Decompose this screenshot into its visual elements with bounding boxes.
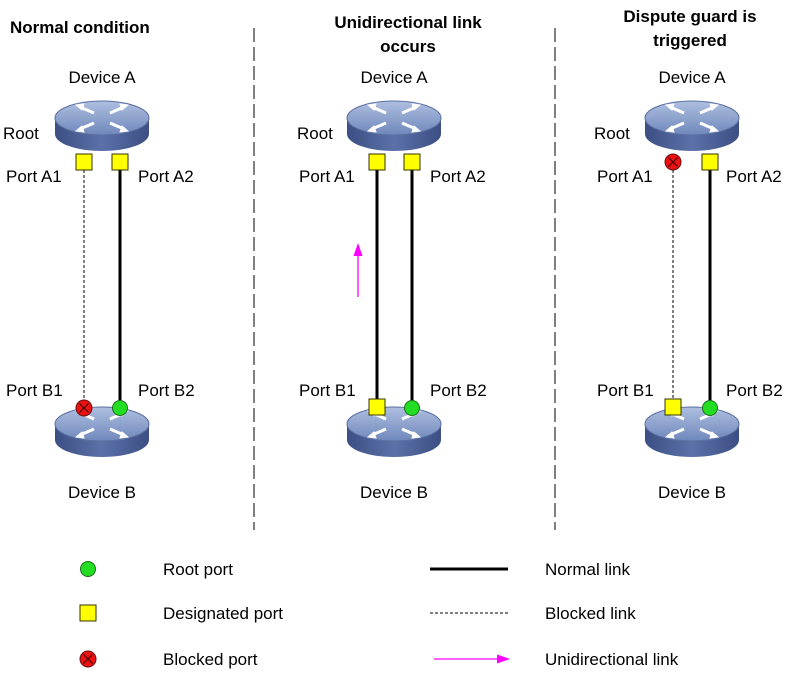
port-a1-label: Port A1 [6, 167, 62, 186]
port-a1-label: Port A1 [299, 167, 355, 186]
switch-icon [643, 99, 741, 153]
designated-port-icon [79, 604, 97, 622]
legend-blocked-link: Blocked link [545, 604, 636, 623]
port-b2-label: Port B2 [430, 381, 487, 400]
root-port-icon [112, 400, 128, 416]
designated-port-icon [664, 398, 682, 416]
port-a2-label: Port A2 [138, 167, 194, 186]
switch-icon [345, 405, 443, 459]
legend-root-port: Root port [163, 560, 233, 579]
port-b1-label: Port B1 [6, 381, 63, 400]
device-b-label: Device B [68, 483, 136, 502]
legend-unidirectional-link: Unidirectional link [545, 650, 679, 669]
panel-title: Unidirectional link [334, 13, 482, 32]
designated-port-icon [701, 153, 719, 171]
root-port-icon [702, 400, 718, 416]
panel-title: triggered [653, 31, 727, 50]
designated-port-icon [368, 153, 386, 171]
port-a2-label: Port A2 [726, 167, 782, 186]
root-label: Root [594, 124, 630, 143]
device-a-label: Device A [658, 68, 726, 87]
switch-icon [53, 405, 151, 459]
port-b1-label: Port B1 [597, 381, 654, 400]
panel-unidirectional-link: Unidirectional link occurs Device A Root… [297, 13, 487, 502]
root-label: Root [297, 124, 333, 143]
root-label: Root [3, 124, 39, 143]
port-b2-label: Port B2 [726, 381, 783, 400]
designated-port-icon [75, 153, 93, 171]
blocked-port-icon [75, 399, 93, 417]
device-b-label: Device B [658, 483, 726, 502]
designated-port-icon [368, 398, 386, 416]
device-b-label: Device B [360, 483, 428, 502]
switch-icon [53, 99, 151, 153]
root-port-icon [404, 400, 420, 416]
root-port-icon [80, 561, 96, 577]
switch-icon [345, 99, 443, 153]
switch-icon [643, 405, 741, 459]
designated-port-icon [111, 153, 129, 171]
port-a2-label: Port A2 [430, 167, 486, 186]
designated-port-icon [403, 153, 421, 171]
blocked-port-icon [79, 650, 97, 668]
unidirectional-arrowhead [497, 654, 510, 664]
blocked-port-icon [664, 153, 682, 171]
legend: Root port Designated port Blocked port N… [79, 560, 679, 669]
device-a-label: Device A [68, 68, 136, 87]
port-b2-label: Port B2 [138, 381, 195, 400]
unidirectional-arrowhead [353, 243, 363, 256]
panel-dispute-guard: Dispute guard is triggered Device A Root… [594, 7, 783, 502]
panel-normal-condition: Normal condition Device A Root Port A1 P… [3, 18, 195, 502]
legend-blocked-port: Blocked port [163, 650, 258, 669]
legend-designated-port: Designated port [163, 604, 283, 623]
device-a-label: Device A [360, 68, 428, 87]
port-a1-label: Port A1 [597, 167, 653, 186]
panel-title: Dispute guard is [623, 7, 756, 26]
legend-normal-link: Normal link [545, 560, 631, 579]
panel-title: occurs [380, 37, 436, 56]
port-b1-label: Port B1 [299, 381, 356, 400]
panel-title: Normal condition [10, 18, 150, 37]
